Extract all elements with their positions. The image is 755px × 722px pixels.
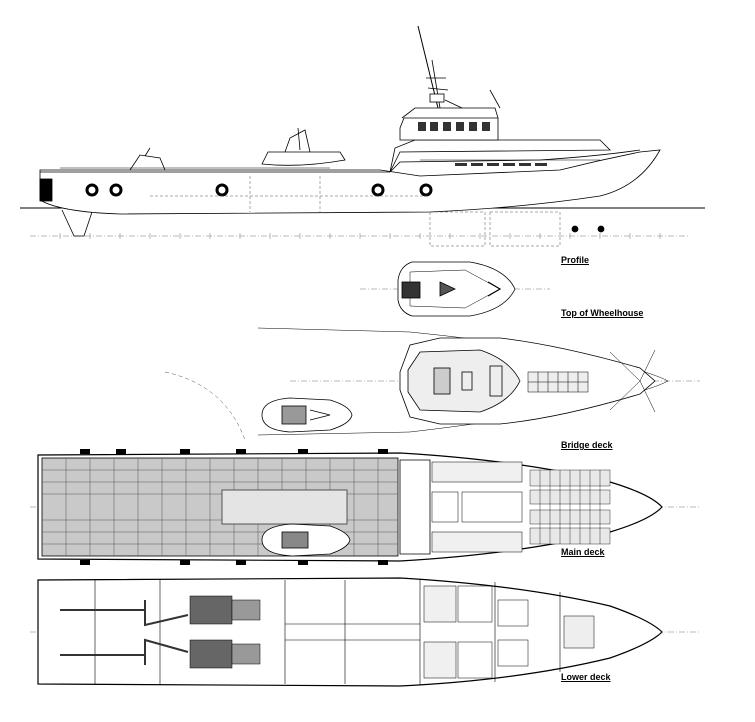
- profile-crane: [129, 147, 166, 171]
- main-deck-rooms: [431, 461, 523, 553]
- passenger-seating: [529, 469, 611, 545]
- bridge-rescue-boat: [261, 397, 353, 433]
- bridge-seating: [527, 371, 589, 393]
- top-of-wheelhouse-label: Top of Wheelhouse: [561, 308, 644, 318]
- lower-cabins: [423, 585, 595, 679]
- bridge-swing-arc: [164, 371, 246, 441]
- bridge-deck-label: Bridge deck: [561, 440, 613, 450]
- profile-wheelhouse-top: [401, 107, 499, 119]
- wheelhouse-windows: [418, 122, 490, 131]
- transom: [39, 178, 53, 202]
- profile-frame-ticks: [59, 233, 661, 239]
- main-deck-rescue-boat: [261, 523, 351, 557]
- wheelhouse-roof-inner: [409, 269, 501, 309]
- profile-deck-line: [40, 149, 641, 173]
- bridge-wheelhouse: [407, 349, 521, 413]
- cargo-hatch: [221, 489, 348, 525]
- wheelhouse-bow-marker: [487, 281, 502, 297]
- profile-thrusters: [571, 225, 605, 233]
- lower-deck-view: [30, 577, 700, 687]
- top-of-wheelhouse-view: [360, 261, 550, 317]
- side-windows: [455, 163, 547, 166]
- main-deck-view: [30, 449, 700, 565]
- shaft-lines: [60, 600, 189, 665]
- profile-tyres: [85, 183, 433, 197]
- lower-deck-bulkheads: [94, 579, 561, 685]
- profile-hull: [39, 149, 661, 215]
- bridge-deck-view: [164, 327, 700, 441]
- bridge-console: [433, 365, 503, 397]
- main-deck-bollards: [80, 449, 388, 565]
- lower-deck-label: Lower deck: [561, 672, 611, 682]
- profile-skeg: [61, 209, 93, 237]
- profile-label: Profile: [561, 255, 590, 265]
- profile-rescue-boat: [261, 127, 346, 166]
- wheelhouse-hatch: [401, 281, 421, 299]
- bow-light-rays: [609, 349, 656, 413]
- main-deck-accommodation: [399, 459, 431, 555]
- profile-view: [20, 25, 705, 247]
- main-deck-label: Main deck: [561, 547, 605, 557]
- engines: [189, 595, 261, 669]
- profile-tank-lines: [150, 176, 561, 247]
- wheelhouse-roof-outline: [397, 261, 516, 317]
- profile-superstructure: [389, 139, 611, 173]
- mast: [417, 25, 501, 109]
- wheelhouse-mast-base: [439, 281, 456, 297]
